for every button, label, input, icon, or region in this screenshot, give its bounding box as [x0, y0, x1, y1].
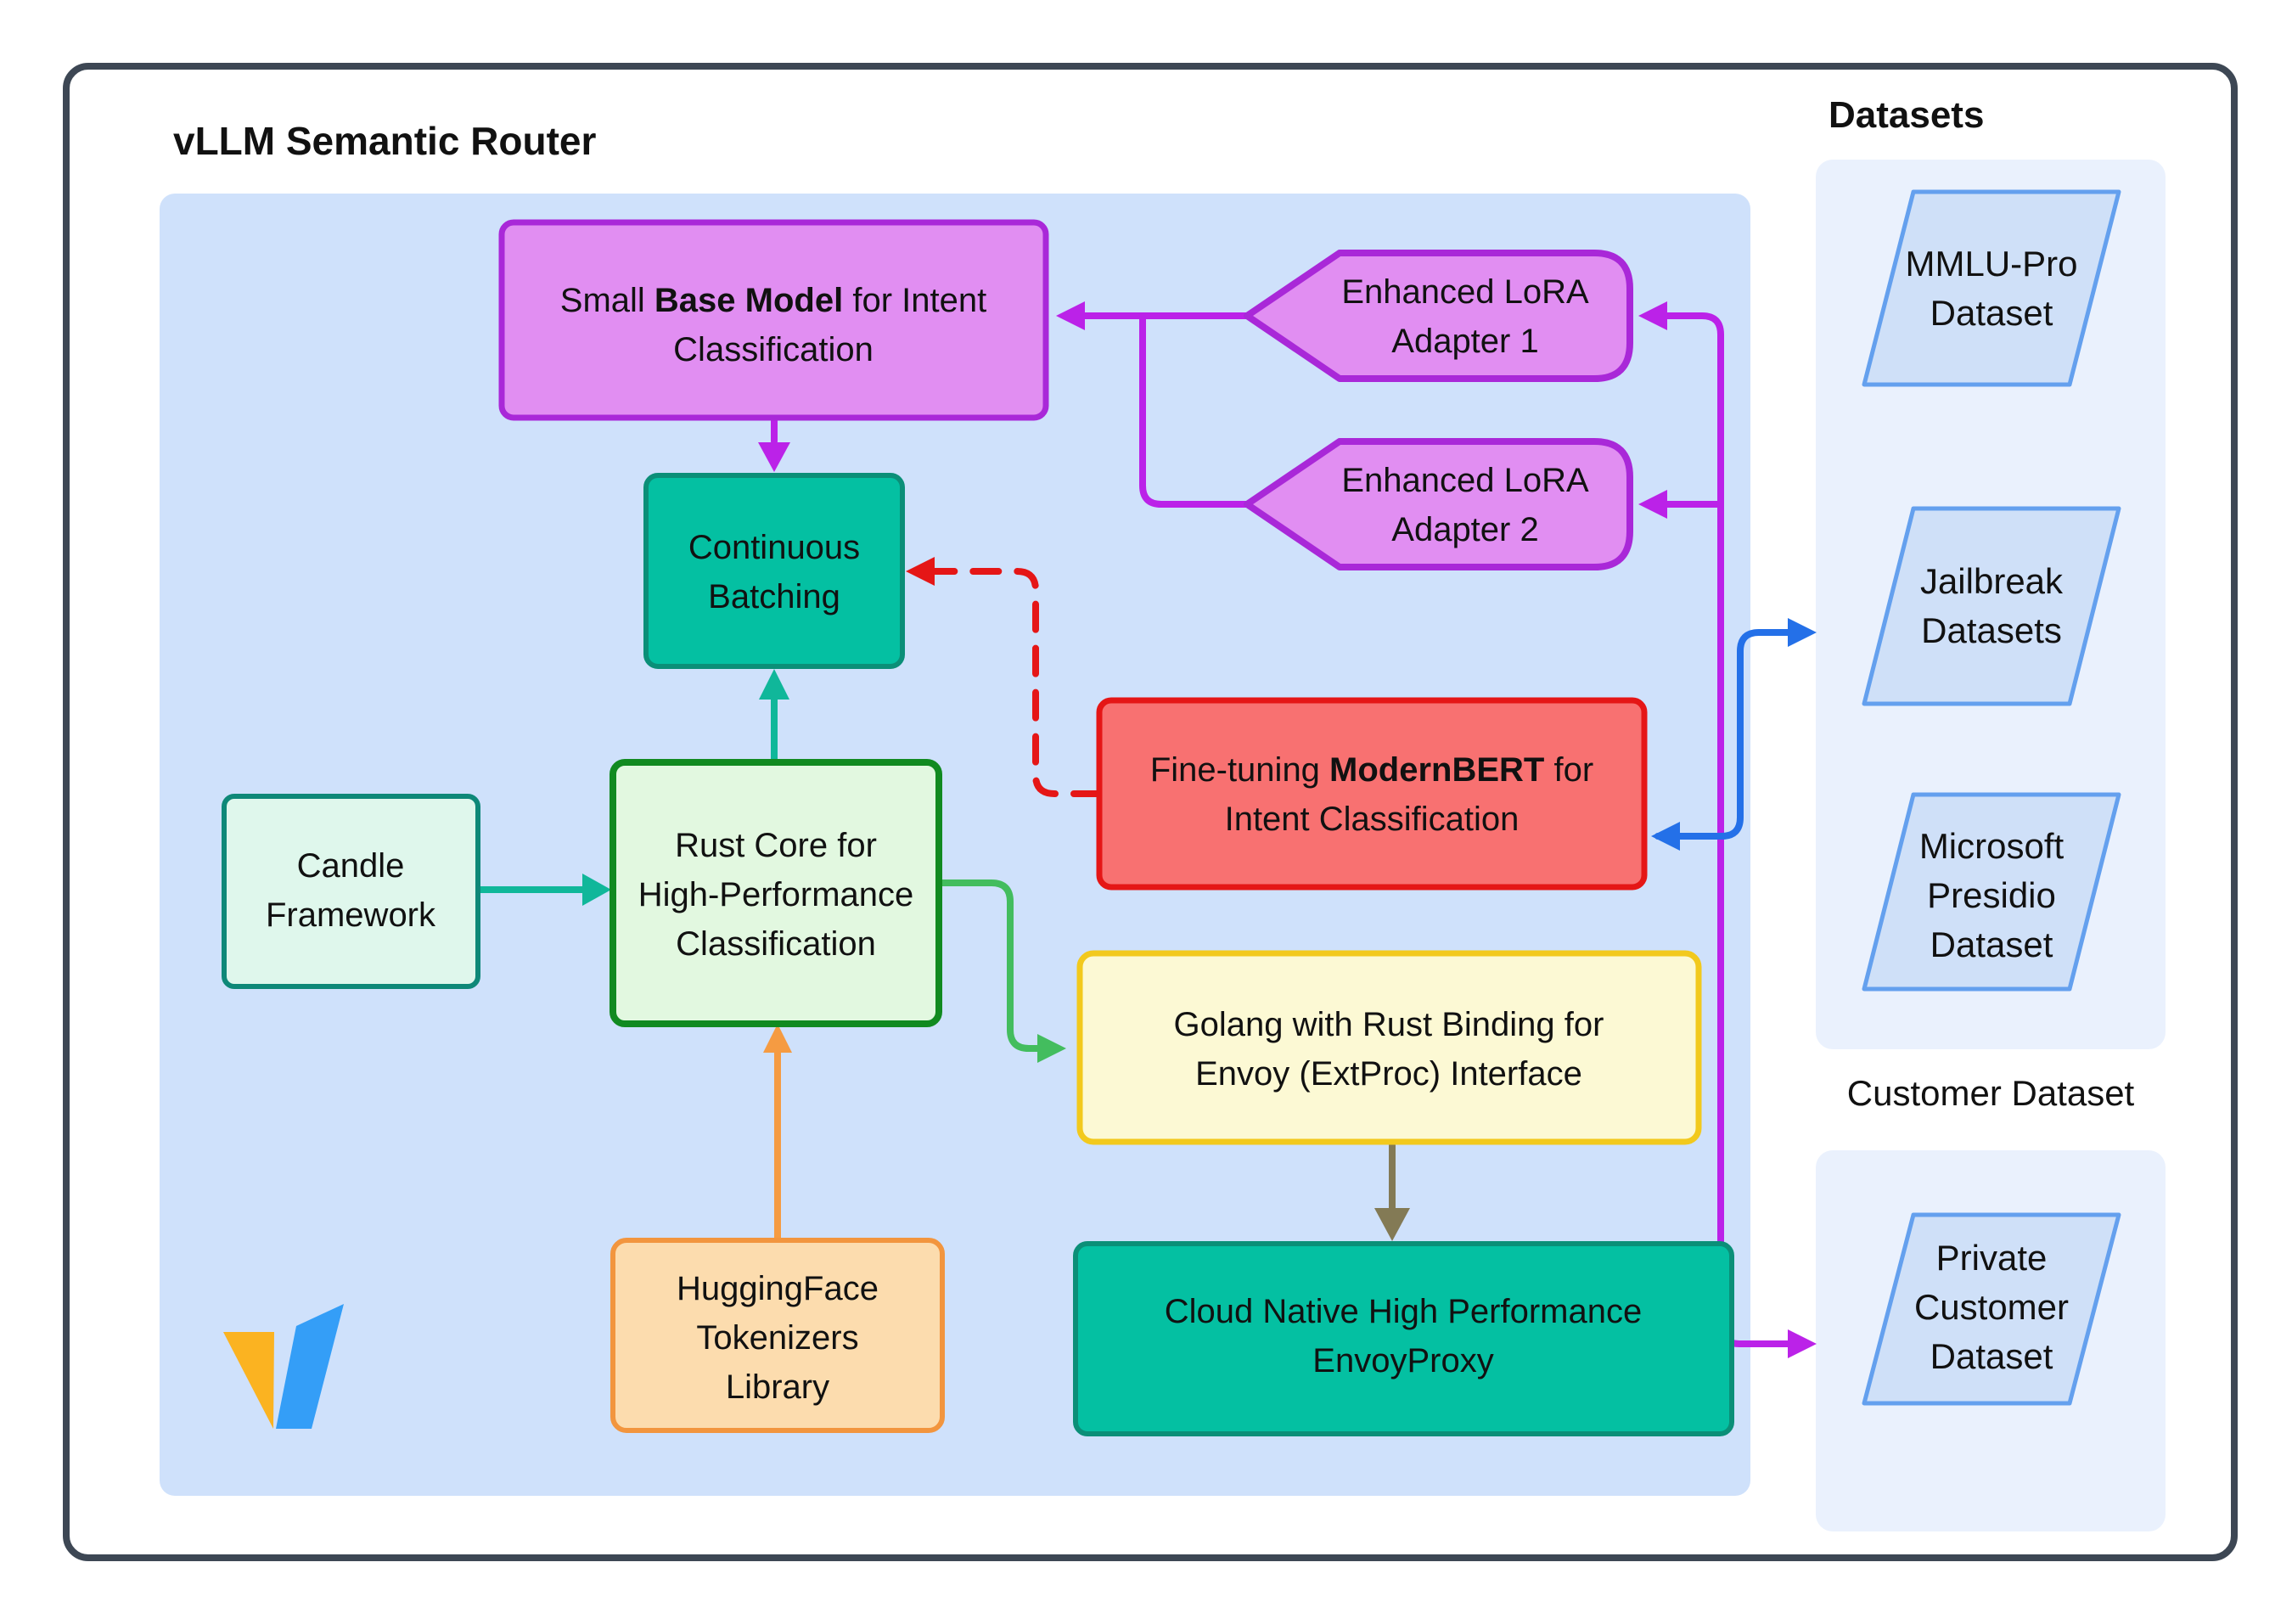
edge-adapters-to-base-model: [1056, 301, 1250, 508]
dataset-jailbreak: Jailbreak Datasets: [1862, 506, 2121, 706]
dataset-presidio-line1: Microsoft: [1919, 826, 2064, 866]
node-modernbert-line1: Fine-tuning ModernBERT for: [1150, 751, 1593, 789]
dataset-private-line2: Customer: [1914, 1287, 2069, 1327]
dataset-presidio: Microsoft Presidio Dataset: [1862, 792, 2121, 992]
node-continuous-batching: Continuous Batching: [643, 473, 905, 669]
dataset-private-line1: Private: [1936, 1238, 2048, 1278]
node-huggingface-line1: HuggingFace: [677, 1270, 879, 1307]
node-modernbert-line2: Intent Classification: [1225, 801, 1520, 838]
edge-blue-jailbreak-modernbert: [1651, 618, 1817, 851]
node-base-model-line1: Small Base Model for Intent: [560, 282, 986, 319]
node-continuous-batching-line2: Batching: [708, 578, 840, 615]
node-lora-adapter-2-line2: Adapter 2: [1391, 511, 1538, 548]
node-candle-line1: Candle: [297, 847, 405, 885]
node-rust-core-line2: High-Performance: [638, 876, 914, 913]
node-huggingface-tokenizers: HuggingFace Tokenizers Library: [610, 1238, 945, 1433]
node-lora-adapter-1-line2: Adapter 1: [1391, 323, 1538, 360]
node-continuous-batching-line1: Continuous: [688, 529, 860, 566]
node-huggingface-line2: Tokenizers: [696, 1319, 858, 1357]
dataset-jailbreak-line2: Datasets: [1921, 610, 2062, 650]
vllm-logo-icon: [223, 1304, 344, 1429]
node-modernbert: Fine-tuning ModernBERT for Intent Classi…: [1096, 697, 1648, 891]
node-rust-core-line3: Classification: [676, 925, 876, 963]
dataset-private-customer: Private Customer Dataset: [1862, 1212, 2121, 1406]
node-huggingface-line3: Library: [726, 1368, 829, 1406]
node-rust-core-line1: Rust Core for: [675, 827, 877, 864]
node-lora-adapter-2-line1: Enhanced LoRA: [1341, 462, 1589, 499]
dataset-mmlu-pro: MMLU-Pro Dataset: [1862, 189, 2121, 387]
dataset-mmlu-line2: Dataset: [1930, 293, 2053, 333]
edge-rust-to-batching: [759, 669, 789, 766]
page-title: vLLM Semantic Router: [173, 119, 597, 163]
edge-candle-to-rust: [475, 874, 611, 906]
edge-base-model-to-batching: [758, 414, 790, 472]
node-golang-binding: Golang with Rust Binding for Envoy (ExtP…: [1076, 950, 1702, 1145]
dataset-presidio-line3: Dataset: [1930, 924, 2053, 964]
dataset-private-line3: Dataset: [1930, 1336, 2053, 1376]
node-lora-adapter-1: Enhanced LoRA Adapter 1: [1244, 250, 1633, 382]
dataset-presidio-line2: Presidio: [1927, 875, 2056, 915]
edge-modernbert-to-batching: [906, 557, 1103, 797]
node-candle-framework: Candle Framework: [222, 794, 480, 989]
dataset-mmlu-line1: MMLU-Pro: [1905, 244, 2077, 284]
edge-rust-to-golang: [935, 879, 1066, 1063]
node-golang-line1: Golang with Rust Binding for: [1174, 1006, 1604, 1043]
datasets-heading: Datasets: [1829, 94, 1984, 136]
node-candle-line2: Framework: [266, 896, 436, 934]
node-lora-adapter-2: Enhanced LoRA Adapter 2: [1244, 438, 1633, 570]
node-base-model-line2: Classification: [673, 331, 874, 368]
node-envoyproxy-line1: Cloud Native High Performance: [1165, 1293, 1642, 1330]
edge-huggingface-to-rust: [763, 1024, 792, 1244]
edge-golang-to-envoy: [1374, 1142, 1410, 1241]
node-rust-core: Rust Core for High-Performance Classific…: [610, 759, 942, 1027]
node-lora-adapter-1-line1: Enhanced LoRA: [1341, 273, 1589, 311]
node-envoyproxy-line2: EnvoyProxy: [1312, 1342, 1493, 1380]
node-golang-line2: Envoy (ExtProc) Interface: [1195, 1055, 1582, 1093]
node-base-model: Small Base Model for Intent Classificati…: [498, 219, 1049, 421]
node-envoyproxy: Cloud Native High Performance EnvoyProxy: [1073, 1241, 1734, 1436]
customer-dataset-heading: Customer Dataset: [1847, 1073, 2135, 1113]
dataset-jailbreak-line1: Jailbreak: [1920, 561, 2064, 601]
